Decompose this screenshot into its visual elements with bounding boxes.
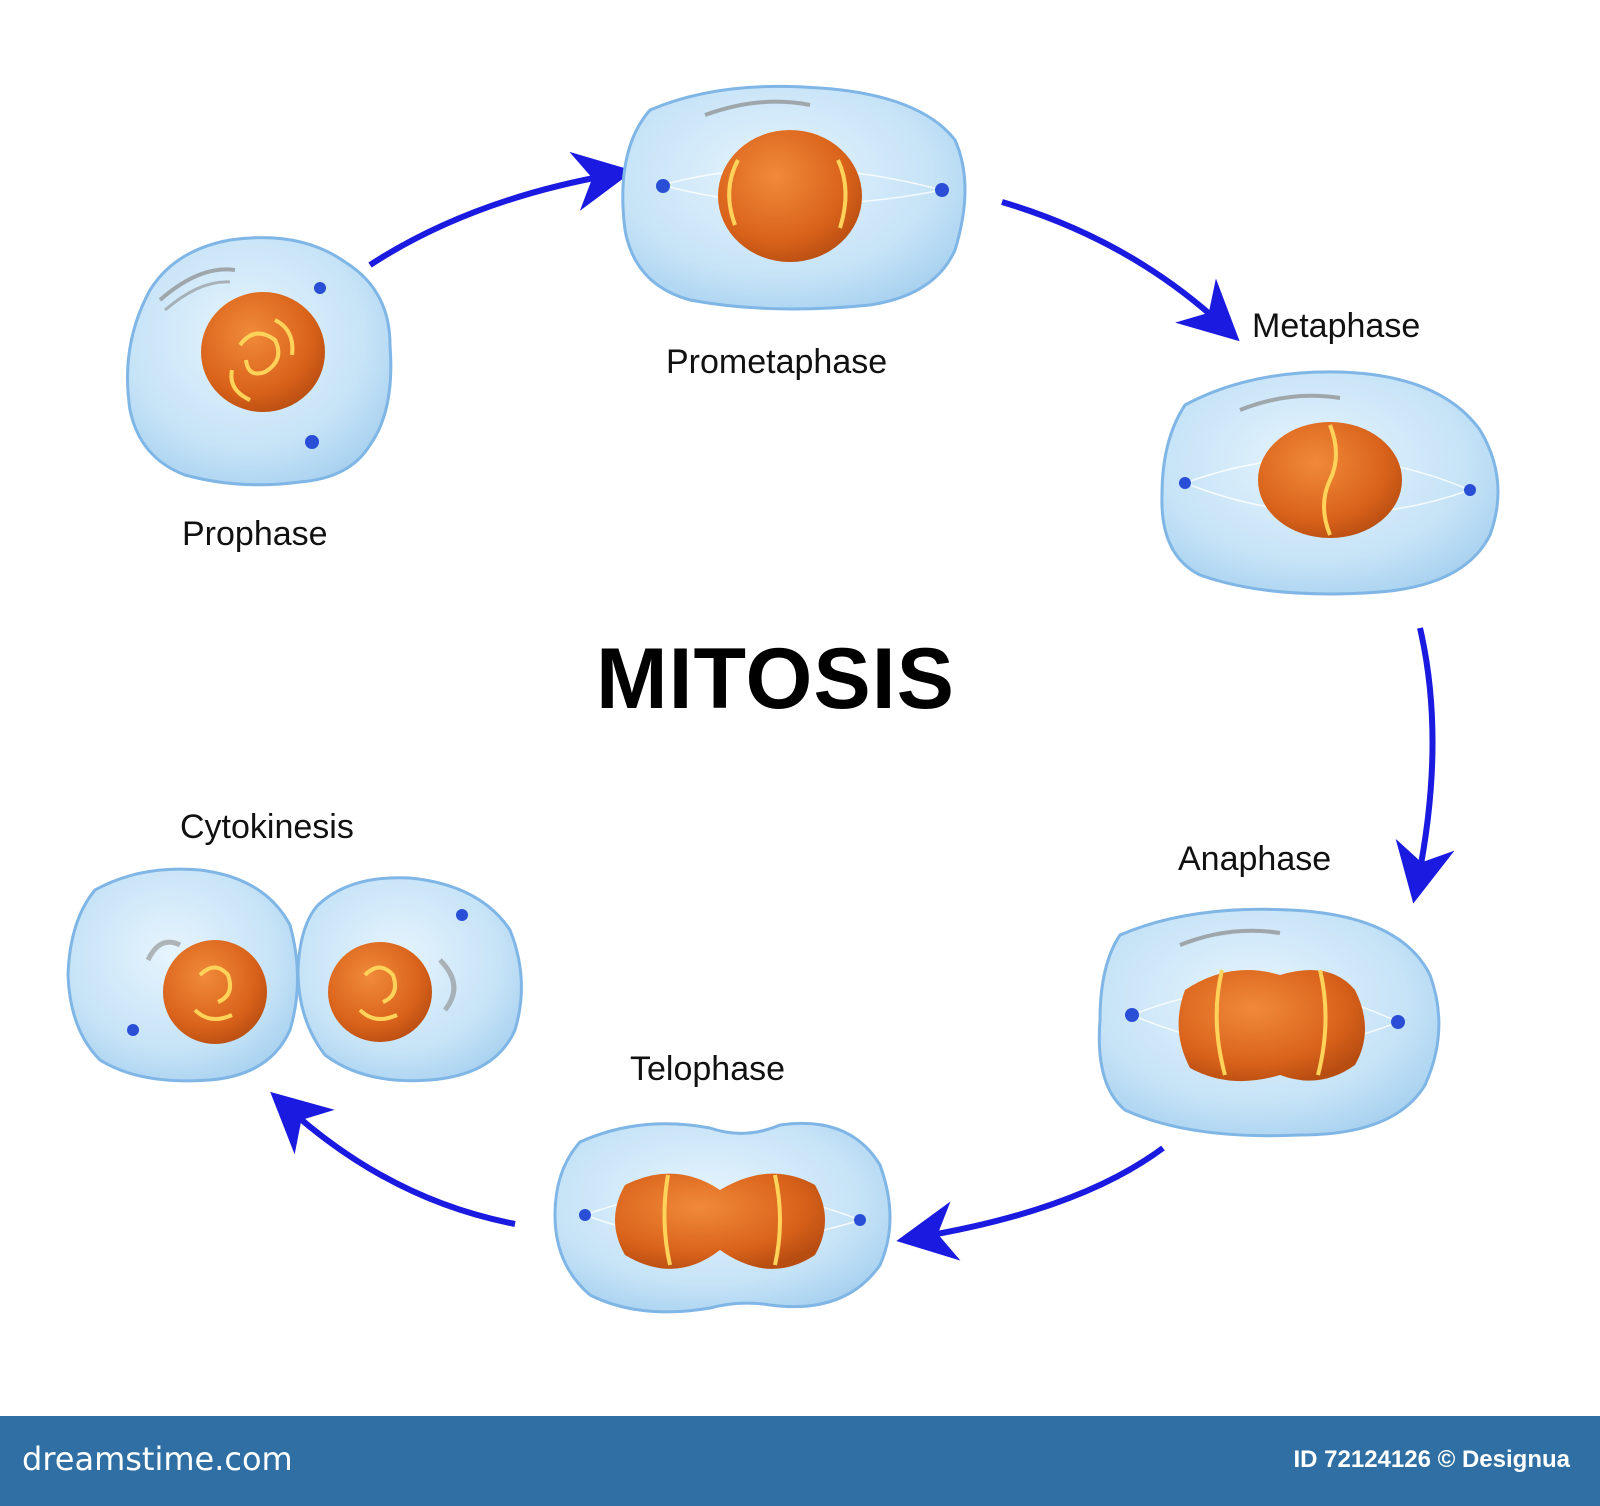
label-anaphase: Anaphase [1178, 840, 1332, 878]
arrow-metaphase-to-anaphase [1395, 627, 1455, 904]
centrosome [456, 909, 468, 921]
label-metaphase: Metaphase [1252, 307, 1421, 345]
nucleus [718, 130, 862, 262]
centrosome [1391, 1015, 1405, 1029]
nucleus [1178, 970, 1365, 1082]
label-prophase: Prophase [182, 515, 328, 553]
cell-prometaphase [621, 84, 967, 311]
nucleus [201, 292, 325, 412]
nucleus [328, 942, 432, 1042]
footer-bar: dreamstime.com ID 72124126 © Designua [0, 1416, 1600, 1506]
label-telophase: Telophase [630, 1050, 786, 1088]
cell-metaphase [1160, 370, 1500, 596]
centrosome [935, 183, 949, 197]
arrow-prometaphase-to-metaphase [1001, 199, 1240, 342]
centrosome [1464, 484, 1476, 496]
diagram-title: MITOSIS [596, 631, 956, 727]
cell-anaphase [1097, 907, 1441, 1138]
arrow-anaphase-to-telophase [896, 1145, 1165, 1261]
footer-brand: dreamstime.com [22, 1440, 293, 1478]
cell-cytokinesis [66, 867, 523, 1083]
label-prometaphase: Prometaphase [666, 343, 888, 381]
centrosome [314, 282, 326, 294]
centrosome [127, 1024, 139, 1036]
centrosome [656, 179, 670, 193]
arrow-telophase-to-cytokinesis [270, 1091, 516, 1227]
arrow-prophase-to-prometaphase [368, 151, 634, 268]
cycle-arrows [270, 151, 1455, 1261]
centrosome [579, 1209, 591, 1221]
footer-credit: ID 72124126 © Designua [1293, 1446, 1571, 1473]
centrosome [1179, 477, 1191, 489]
metaphase-plate [1322, 424, 1338, 536]
centrosome [1125, 1008, 1139, 1022]
cell-telophase [553, 1121, 892, 1314]
nucleus [163, 940, 267, 1044]
centrosome [854, 1214, 866, 1226]
label-cytokinesis: Cytokinesis [180, 808, 354, 846]
cell-prophase [126, 236, 393, 487]
centrosome [305, 435, 319, 449]
